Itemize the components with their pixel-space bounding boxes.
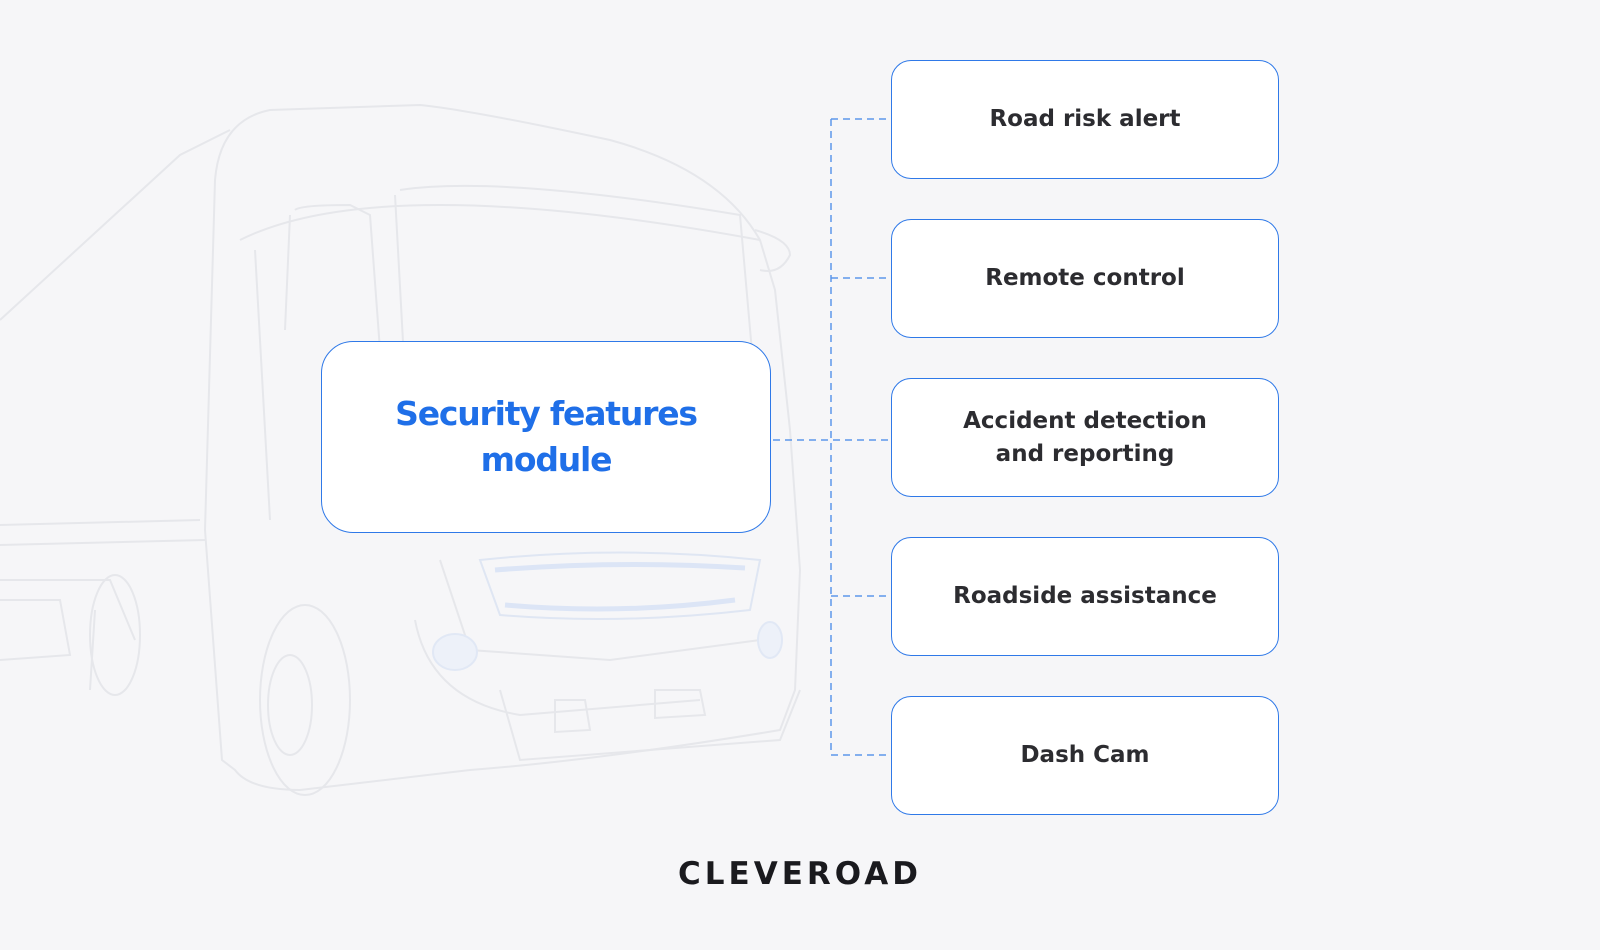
security-features-module-node: Security features module [321,341,771,533]
feature-roadside-assistance: Roadside assistance [891,537,1279,656]
feature-label: Remote control [985,265,1185,291]
feature-label: Dash Cam [1020,742,1150,768]
feature-dash-cam: Dash Cam [891,696,1279,815]
feature-accident-detection-and-reporting: Accident detection and reporting [891,378,1279,497]
feature-label: Roadside assistance [953,583,1217,609]
security-features-module-title: Security features module [395,394,698,479]
feature-label: Accident detection and reporting [963,407,1207,467]
cleveroad-logo: CLEVEROAD [678,856,922,892]
feature-road-risk-alert: Road risk alert [891,60,1279,179]
feature-remote-control: Remote control [891,219,1279,338]
feature-label: Road risk alert [989,106,1181,132]
